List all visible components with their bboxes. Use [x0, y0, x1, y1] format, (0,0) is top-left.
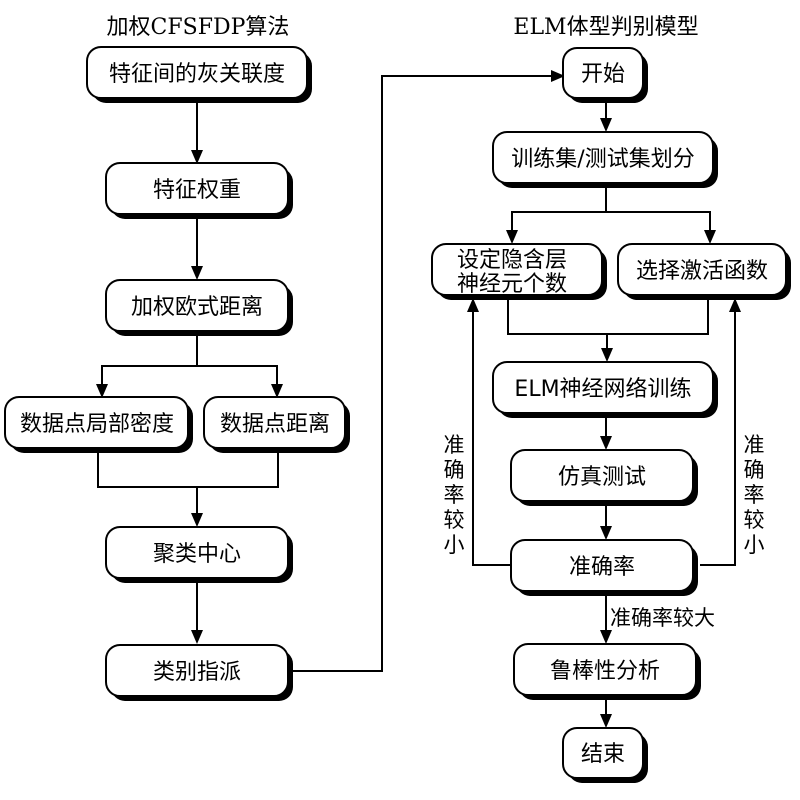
edge-assign-to-start: [290, 75, 553, 672]
node-split: 训练集/测试集划分: [492, 131, 718, 188]
node-label: 特征权重: [153, 178, 241, 203]
node-robustness: 鲁棒性分析: [513, 643, 701, 700]
edge-merge-to-center: [97, 451, 279, 488]
right-connectors: [467, 100, 741, 728]
svg-text:准: 准: [744, 433, 765, 457]
edge-split-fork-right: [606, 211, 711, 232]
arrowhead-up: [467, 298, 479, 312]
svg-text:确: 确: [744, 458, 765, 482]
svg-text:率: 率: [444, 483, 465, 507]
edge-label-low-left: 准 确 率 较 小: [444, 433, 465, 557]
arrowhead-down: [191, 513, 203, 527]
arrowhead-down: [600, 526, 612, 540]
node-grey-relation: 特征间的灰关联度: [86, 46, 312, 103]
arrowhead-down: [96, 384, 108, 398]
node-label: 加权欧式距离: [131, 295, 263, 320]
arrowhead-down: [191, 150, 203, 164]
node-label: 鲁棒性分析: [550, 659, 660, 684]
node-label: 聚类中心: [153, 542, 241, 567]
arrowhead-up: [729, 298, 741, 312]
svg-text:确: 确: [444, 458, 465, 482]
edge-split-fork: [511, 184, 607, 232]
left-connectors: [96, 70, 565, 672]
node-activation: 选择激活函数: [617, 243, 791, 300]
svg-text:率: 率: [744, 483, 765, 507]
node-accuracy: 准确率: [510, 539, 698, 596]
node-label-line2: 神经元个数: [457, 272, 567, 297]
arrowhead-down: [600, 714, 612, 728]
node-local-density: 数据点局部密度: [4, 396, 193, 453]
node-label-line1: 设定隐含层: [457, 248, 567, 273]
arrowhead-down: [506, 230, 518, 244]
edge-label-high: 准确率较大: [610, 606, 715, 630]
node-label: ELM神经网络训练: [514, 377, 691, 402]
node-label: 数据点局部密度: [20, 412, 174, 437]
svg-text:较: 较: [744, 508, 765, 532]
arrowhead-down: [600, 436, 612, 450]
node-label: 训练集/测试集划分: [511, 147, 694, 172]
svg-text:小: 小: [744, 533, 765, 557]
arrowhead-right: [551, 70, 565, 82]
node-weighted-euclidean: 加权欧式距离: [105, 279, 293, 336]
node-end: 结束: [562, 727, 648, 783]
node-label: 选择激活函数: [636, 259, 768, 284]
edge-euclid-split-right: [197, 365, 278, 386]
node-sim-test: 仿真测试: [510, 449, 698, 506]
node-label: 开始: [581, 62, 625, 87]
edge-euclid-split: [101, 332, 198, 386]
arrowhead-down: [601, 348, 613, 362]
edge-feedback-right: [700, 310, 736, 566]
node-label: 类别指派: [153, 660, 241, 685]
arrowhead-down: [704, 230, 716, 244]
node-start: 开始: [562, 47, 648, 103]
node-class-assignment: 类别指派: [105, 644, 293, 701]
arrowhead-down: [191, 630, 203, 644]
right-panel-title: ELM体型判别模型: [513, 15, 698, 40]
node-point-distance: 数据点距离: [203, 396, 350, 453]
node-label: 准确率: [569, 555, 635, 580]
svg-text:小: 小: [444, 533, 465, 557]
arrowhead-down: [271, 384, 283, 398]
node-label: 特征间的灰关联度: [109, 62, 285, 87]
edge-label-low-right: 准 确 率 较 小: [744, 433, 765, 557]
node-label: 数据点距离: [220, 412, 330, 437]
arrowhead-down: [600, 630, 612, 644]
edge-feedback-left: [472, 310, 512, 566]
arrowhead-down: [191, 266, 203, 280]
node-label: 仿真测试: [558, 465, 646, 490]
svg-text:准: 准: [444, 433, 465, 457]
node-hidden-neurons: 设定隐含层 神经元个数: [431, 243, 607, 300]
node-cluster-center: 聚类中心: [105, 526, 293, 583]
node-feature-weight: 特征权重: [105, 162, 293, 219]
node-label: 结束: [581, 742, 625, 767]
svg-text:较: 较: [444, 508, 465, 532]
left-panel-title: 加权CFSFDP算法: [107, 15, 290, 40]
node-elm-training: ELM神经网络训练: [492, 361, 718, 418]
arrowhead-down: [600, 118, 612, 132]
edge-params-merge: [507, 298, 709, 335]
